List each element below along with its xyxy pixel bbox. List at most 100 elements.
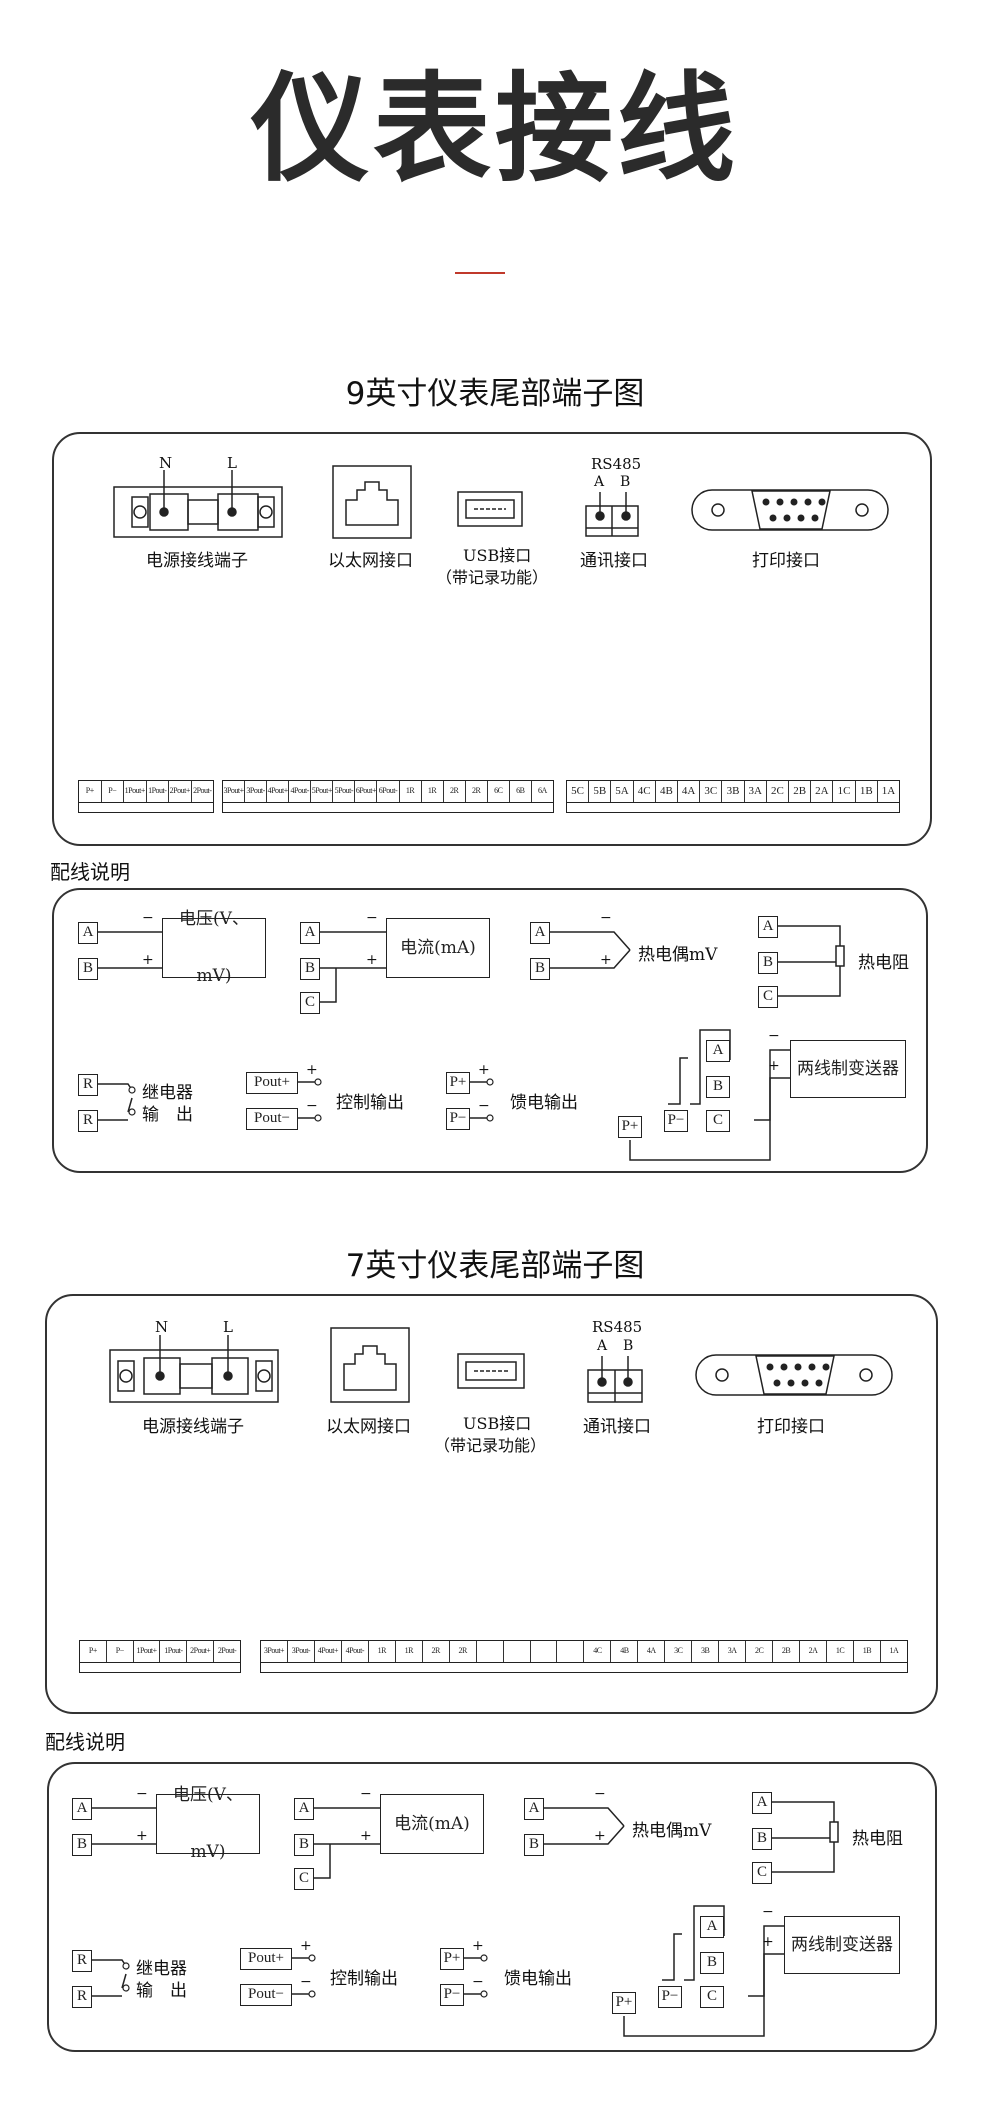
wire xyxy=(684,1905,725,1981)
rs485-port-icon xyxy=(587,1356,643,1403)
terminal-strip-base xyxy=(222,803,554,813)
thermocouple-label: 热电偶mV xyxy=(638,945,718,965)
terminal-cell: 3Pout- xyxy=(245,781,268,802)
rs485-a-label: A xyxy=(594,474,605,490)
terminal-cell: P+ xyxy=(80,1641,107,1662)
ethernet-label: 以太网接口 xyxy=(328,551,413,571)
terminal-p-plus: P+ xyxy=(440,1948,464,1970)
usb-port-icon xyxy=(457,1353,525,1389)
resistor-icon xyxy=(835,945,845,967)
section-title-7inch: 7英寸仪表尾部端子图 xyxy=(345,1248,645,1284)
terminal-b: B xyxy=(72,1834,92,1856)
terminal-cell: 2B xyxy=(789,781,812,802)
plus-sign: + xyxy=(300,1938,312,1954)
wiring-heading-7inch: 配线说明 xyxy=(45,1730,125,1754)
relay-label-2: 输 出 xyxy=(142,1105,193,1125)
terminal-cell: 4C xyxy=(634,781,656,802)
terminal-cell: 2Pout+ xyxy=(169,781,192,802)
contact-icon xyxy=(128,1108,136,1116)
minus-sign: − xyxy=(600,910,612,926)
wire xyxy=(546,949,631,969)
terminal-cell: 3Pout+ xyxy=(223,781,246,802)
plus-sign: + xyxy=(600,952,612,968)
terminal-cell: 1C xyxy=(827,1641,854,1662)
terminal-c: C xyxy=(700,1986,724,2008)
terminal-b: B xyxy=(78,958,98,980)
terminal-cell: 3Pout- xyxy=(288,1641,315,1662)
terminal-cell: P− xyxy=(107,1641,134,1662)
terminal-b: B xyxy=(530,958,550,980)
terminal-cell: 1Pout+ xyxy=(124,781,147,802)
plus-sign: + xyxy=(306,1062,318,1078)
power-l-label: L xyxy=(227,454,237,472)
terminal-b: B xyxy=(294,1834,314,1856)
terminal-cell: 1R xyxy=(400,781,422,802)
terminal-r: R xyxy=(78,1110,98,1132)
plus-sign: + xyxy=(136,1828,148,1844)
terminal-a: A xyxy=(72,1798,92,1820)
wire xyxy=(540,1825,625,1845)
contact-icon xyxy=(128,1086,136,1094)
power-terminal-label: 电源接线端子 xyxy=(142,1417,244,1437)
print-port-label: 打印接口 xyxy=(752,551,820,571)
terminal-b: B xyxy=(758,952,778,974)
terminal-cell: 4A xyxy=(638,1641,666,1662)
terminal-cell: 1B xyxy=(854,1641,881,1662)
wire xyxy=(776,962,841,997)
terminal-pout-minus: Pout− xyxy=(246,1108,298,1130)
rs485-b-label: B xyxy=(623,1338,634,1354)
db9-print-port-icon xyxy=(695,1354,893,1396)
contact-icon xyxy=(314,1114,322,1122)
terminal-p-plus: P+ xyxy=(446,1072,470,1094)
page-title: 仪表接线 xyxy=(250,60,739,198)
contact-icon xyxy=(480,1954,488,1962)
minus-sign: − xyxy=(472,1974,484,1990)
terminal-c: C xyxy=(752,1862,772,1884)
rs485-a-label: A xyxy=(597,1338,608,1354)
db9-print-port-icon xyxy=(691,489,889,531)
transmitter-box: 两线制变送器 xyxy=(790,1040,906,1098)
terminal-p-minus: P− xyxy=(440,1984,464,2006)
wire xyxy=(90,1959,127,1967)
terminal-a: A xyxy=(758,916,778,938)
wire xyxy=(127,1097,133,1113)
minus-sign: − xyxy=(142,910,154,926)
control-output-label: 控制输出 xyxy=(330,1969,398,1989)
feed-output-label: 馈电输出 xyxy=(504,1969,572,1989)
plus-sign: + xyxy=(472,1938,484,1954)
wire xyxy=(121,1973,127,1989)
terminal-c: C xyxy=(706,1110,730,1132)
terminal-cell: 3C xyxy=(665,1641,693,1662)
terminal-cell: 5Pout+ xyxy=(311,781,334,802)
usb-label: USB接口 xyxy=(463,546,532,565)
terminal-strip-base xyxy=(79,1663,241,1673)
terminal-pout-plus: Pout+ xyxy=(246,1072,298,1094)
minus-sign: − xyxy=(478,1098,490,1114)
plus-sign: + xyxy=(478,1062,490,1078)
terminal-strip-base xyxy=(78,803,214,813)
terminal-cell: 5Pout- xyxy=(333,781,356,802)
control-output-label: 控制输出 xyxy=(336,1093,404,1113)
wire xyxy=(776,925,841,948)
plus-sign: + xyxy=(762,1934,774,1950)
terminal-strip-base xyxy=(566,803,900,813)
terminal-a: A xyxy=(530,922,550,944)
rs485-label: RS485 xyxy=(591,455,642,473)
minus-sign: − xyxy=(360,1786,372,1802)
terminal-cell: 1B xyxy=(856,781,878,802)
wire xyxy=(546,931,631,951)
wiring-panel-7inch xyxy=(47,1762,937,2052)
terminal-cell: 3C xyxy=(700,781,723,802)
terminal-cell: 2A xyxy=(811,781,834,802)
rs485-b-label: B xyxy=(620,474,631,490)
terminal-p-minus: P− xyxy=(658,1986,682,2008)
minus-sign: − xyxy=(762,1904,774,1920)
terminal-cell: 4Pout- xyxy=(342,1641,369,1662)
minus-sign: − xyxy=(306,1098,318,1114)
terminal-p-minus: P− xyxy=(446,1108,470,1130)
power-terminal-icon xyxy=(109,1335,279,1403)
plus-sign: + xyxy=(142,952,154,968)
relay-label-1: 继电器 xyxy=(136,1959,187,1979)
